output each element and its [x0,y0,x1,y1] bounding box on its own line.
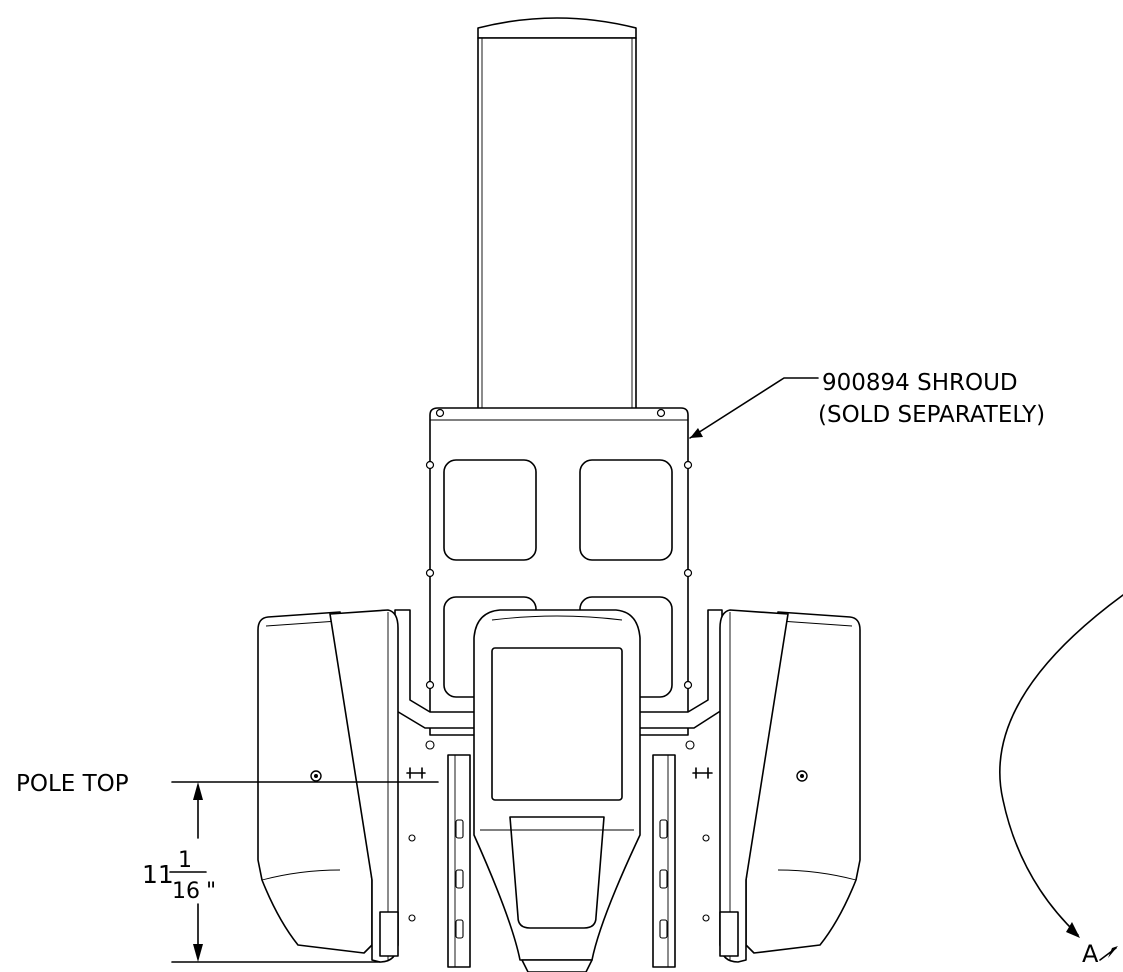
dimension-numerator: 1 [178,848,192,873]
dimension-unit: " [206,879,216,904]
dimension-lines [171,781,439,963]
dimension-denominator: 16 [172,879,200,904]
pole-top-label: POLE TOP [16,771,129,797]
shroud-note-label: (SOLD SEPARATELY) [818,402,1045,428]
left-housing [257,609,399,963]
dimension-whole: 11 [142,860,174,889]
section-mark-label: A [1082,940,1099,968]
shroud-leader [689,377,819,439]
center-housing [473,609,641,972]
pole-column [477,17,637,411]
section-view-arc [999,594,1123,961]
dimension-value: 11 1 16 " [142,848,216,904]
right-housing [719,609,861,963]
shroud-part-label: 900894 SHROUD [822,370,1018,396]
